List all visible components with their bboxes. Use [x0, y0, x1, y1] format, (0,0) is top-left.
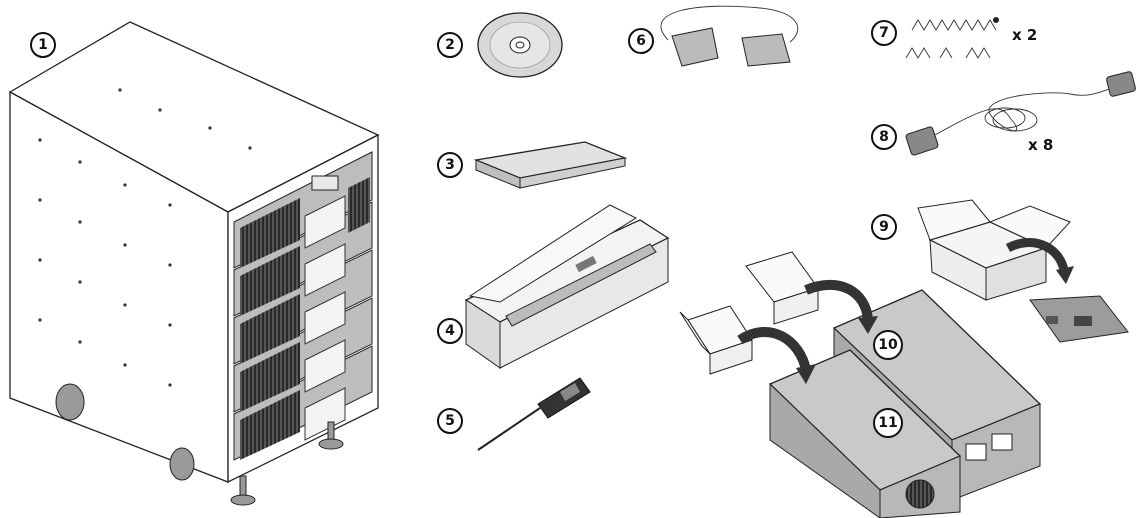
callout-6: 6	[628, 28, 654, 54]
ups-cabinet	[8, 21, 380, 506]
callout-10: 10	[873, 330, 903, 360]
callout-11: 11	[873, 408, 903, 438]
accessory-box	[464, 204, 670, 369]
screwdriver	[477, 377, 591, 451]
cd-rom-disc	[477, 12, 563, 78]
rails-quantity: x 2	[1012, 26, 1038, 44]
callout-3: 3	[437, 152, 463, 178]
callout-7: 7	[871, 20, 897, 46]
callout-2: 2	[437, 32, 463, 58]
power-cords	[905, 71, 1136, 156]
callout-1: 1	[30, 32, 56, 58]
serial-cable	[660, 5, 799, 67]
power-cords-quantity: x 8	[1028, 136, 1054, 154]
callout-9: 9	[871, 214, 897, 240]
user-manual	[473, 141, 628, 189]
mounting-rails	[905, 17, 999, 59]
callout-5: 5	[437, 408, 463, 434]
callout-8: 8	[871, 124, 897, 150]
network-card-box	[917, 199, 1129, 343]
callout-4: 4	[437, 318, 463, 344]
